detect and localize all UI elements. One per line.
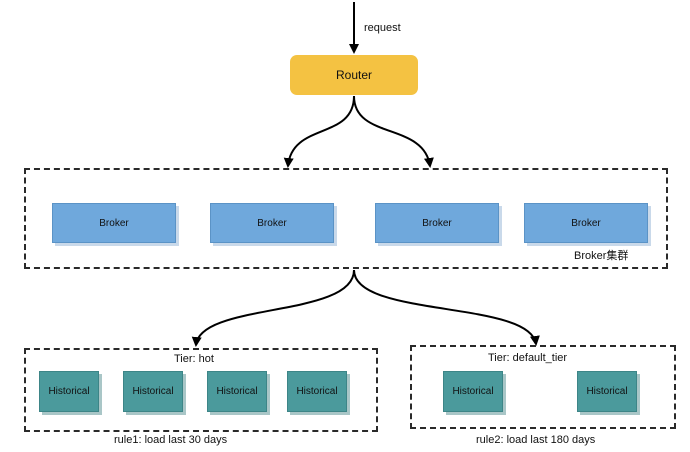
broker-label: Broker bbox=[257, 217, 287, 229]
broker-label: Broker bbox=[99, 217, 129, 229]
historical-label: Historical bbox=[132, 386, 174, 397]
rule2-caption: rule2: load last 180 days bbox=[476, 434, 596, 446]
broker-to-hot-tier-arrow bbox=[191, 269, 355, 347]
router-label: Router bbox=[335, 68, 373, 82]
tier-default-group: Tier: default_tier Historical Historical bbox=[410, 345, 676, 429]
broker-label: Broker bbox=[422, 217, 452, 229]
historical-node: Historical bbox=[123, 371, 183, 412]
historical-node: Historical bbox=[443, 371, 503, 412]
broker-cluster-caption: Broker集群 bbox=[574, 250, 629, 262]
tier-default-title: Tier: default_tier bbox=[488, 352, 568, 364]
historical-label: Historical bbox=[48, 386, 90, 397]
historical-node: Historical bbox=[287, 371, 347, 412]
broker-cluster-group: Broker Broker Broker Broker Broker集群 bbox=[24, 168, 668, 269]
tier-hot-title: Tier: hot bbox=[174, 353, 214, 365]
broker-label: Broker bbox=[571, 217, 601, 229]
request-label: request bbox=[364, 22, 401, 34]
historical-label: Historical bbox=[452, 386, 494, 397]
broker-node: Broker bbox=[52, 203, 176, 243]
broker-to-default-tier-arrow bbox=[353, 269, 540, 346]
router-to-broker-left-arrow bbox=[283, 95, 355, 168]
historical-node: Historical bbox=[207, 371, 267, 412]
broker-node: Broker bbox=[210, 203, 334, 243]
broker-node: Broker bbox=[375, 203, 499, 243]
router-to-broker-right-arrow bbox=[353, 95, 434, 168]
broker-node: Broker bbox=[524, 203, 648, 243]
tier-hot-group: Tier: hot Historical Historical Historic… bbox=[24, 348, 378, 432]
historical-label: Historical bbox=[586, 386, 628, 397]
router-node: Router bbox=[290, 55, 418, 95]
historical-label: Historical bbox=[216, 386, 258, 397]
historical-node: Historical bbox=[39, 371, 99, 412]
historical-node: Historical bbox=[577, 371, 637, 412]
rule1-caption: rule1: load last 30 days bbox=[114, 434, 228, 446]
historical-label: Historical bbox=[296, 386, 338, 397]
